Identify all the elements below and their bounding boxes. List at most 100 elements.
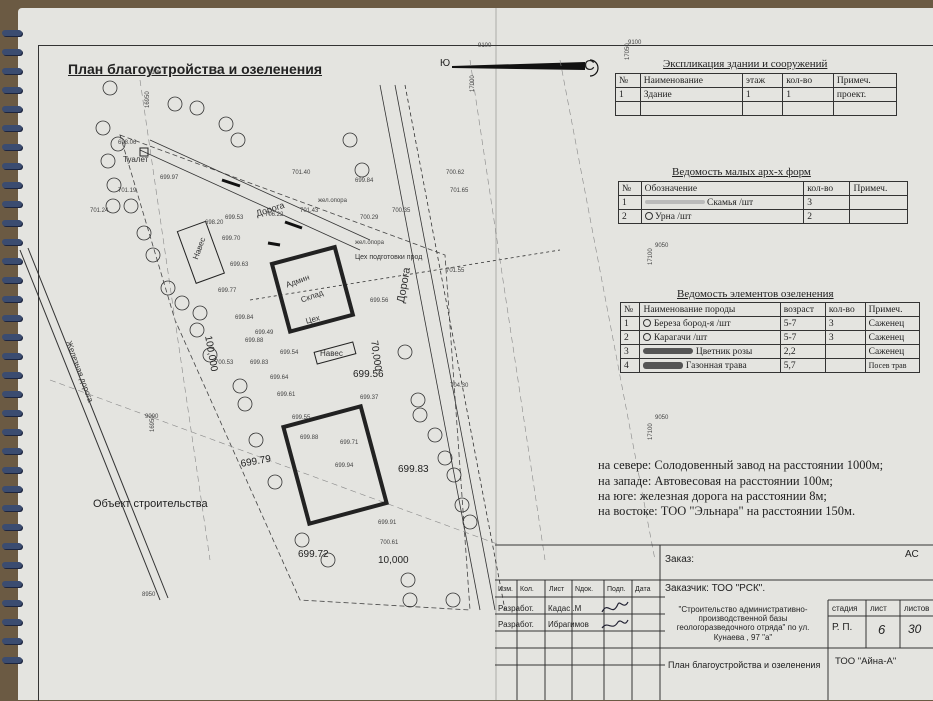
coord-label: 9100	[628, 40, 642, 46]
elevation-mark: 701.24	[90, 208, 109, 214]
binding-coil	[2, 657, 22, 663]
table-cell-text: Урна /шт	[654, 211, 692, 222]
tree-symbol	[202, 347, 218, 363]
drawing-title: План благоустройства и озеленения	[668, 660, 821, 670]
elevation-mark: 699.56	[370, 298, 389, 304]
customer-label: Заказчик: ТОО "РСК".	[665, 583, 766, 594]
binding-coil	[2, 448, 22, 454]
elevation-mark: 699.84	[235, 315, 254, 321]
binding-coil	[2, 486, 22, 492]
tree-symbol	[218, 116, 234, 132]
binding-coil	[2, 258, 22, 264]
coord-label: 9050	[655, 243, 669, 249]
binding-coil	[2, 68, 22, 74]
elevation-mark: 700.61	[380, 540, 399, 546]
tree-symbol	[102, 80, 118, 96]
binding-coil	[2, 334, 22, 340]
binding-coil	[2, 600, 22, 606]
binding-coil	[2, 315, 22, 321]
tree-symbol	[123, 198, 139, 214]
site-boundary	[119, 134, 471, 611]
binding-coil	[2, 277, 22, 283]
table-cell-text: Скамья /шт	[706, 197, 754, 208]
compass-north-label: С	[584, 57, 595, 74]
trees	[95, 80, 478, 608]
prep-workshop-label: Цех подготовки прод	[355, 254, 423, 261]
elevation-mark: 699.63	[230, 262, 249, 268]
tree-symbol	[167, 96, 183, 112]
grid-lines	[49, 59, 656, 561]
table-cell-text: Береза бород-я /шт	[653, 318, 731, 329]
note-west: на западе: Автовесовая на расстоянии 100…	[598, 474, 833, 488]
elevation-mark: 700.29	[360, 215, 379, 221]
tree-symbol	[110, 136, 126, 152]
greenery-caption: Ведомость элементов озеленения	[677, 288, 834, 300]
compass-south-label: Ю	[440, 58, 451, 69]
tree-symbol	[643, 319, 652, 328]
developer-name: Кадас .М	[548, 604, 582, 613]
binding-coil	[2, 391, 22, 397]
north-arrow	[452, 59, 599, 77]
elevation-mark: 699.37	[360, 395, 379, 401]
binding-coil	[2, 87, 22, 93]
coord-label: 9050	[655, 415, 669, 421]
sheet-fold	[495, 8, 497, 700]
elevation-mark: 699.70	[222, 236, 241, 242]
elevation-mark: 700.35	[392, 208, 411, 214]
binding-coil	[2, 524, 22, 530]
sheets-value: 30	[908, 622, 922, 636]
binding-coil	[2, 619, 22, 625]
order-code: АС	[905, 549, 919, 560]
coord-label: 9000	[145, 414, 159, 420]
tree-symbol	[454, 497, 470, 513]
coord-label: 9100	[148, 70, 162, 76]
binding-coil	[2, 182, 22, 188]
small-forms-caption: Ведомость малых арх-х форм	[672, 166, 811, 178]
binding-coil	[2, 30, 22, 36]
elevation-mark: 706.22	[265, 212, 284, 218]
elevation-mark: 701.19	[118, 188, 137, 194]
stage-header: стадия	[832, 604, 858, 613]
elevation-mark: 698.06	[118, 140, 137, 146]
tree-symbol	[410, 392, 426, 408]
elevation-mark: 699.55	[292, 415, 311, 421]
explication-table: № Наименование этаж кол-во Примеч. 1 Зда…	[615, 73, 898, 116]
developer-name: Ибрагимов	[548, 620, 589, 629]
tree-symbol	[412, 407, 428, 423]
stage-value: Р. П.	[832, 622, 853, 633]
tree-symbol	[267, 474, 283, 490]
elevation-mark: 699.83	[250, 360, 269, 366]
sheet-value: 6	[878, 622, 886, 637]
elevation-mark: 700.62	[446, 170, 465, 176]
lawn-symbol	[643, 361, 684, 369]
tree-symbol	[106, 177, 122, 193]
table-header: кол-во	[803, 181, 851, 196]
binding-coil	[2, 239, 22, 245]
table-cell: Посев трав	[864, 358, 921, 373]
binding-coil	[2, 201, 22, 207]
elevation-label: 699.56	[353, 369, 384, 380]
col-header: Лист	[549, 586, 565, 593]
table-cell: 5,7	[779, 358, 826, 373]
tree-symbol	[160, 280, 176, 296]
elevation-mark: 699.97	[160, 175, 179, 181]
drawing-frame	[38, 45, 933, 701]
greenery-table: № Наименование породы возраст кол-во При…	[619, 302, 921, 373]
binding-coil	[2, 581, 22, 587]
col-header: Изм.	[498, 586, 513, 593]
elevation-mark: 701.40	[292, 170, 311, 176]
role-label: Разработ.	[498, 620, 534, 629]
elevation-mark: 699.88	[245, 338, 264, 344]
binding-coil	[2, 467, 22, 473]
flowerbed-symbol	[643, 348, 694, 355]
urn-symbol	[644, 212, 653, 221]
project-description: "Строительство административно-производс…	[676, 605, 810, 642]
elevation-label: 699.83	[398, 464, 429, 475]
canopy-label: Навес	[320, 349, 343, 358]
object-label: Объект строительства	[93, 498, 208, 510]
binding-coil	[2, 163, 22, 169]
tree-symbol	[189, 100, 205, 116]
role-label: Разработ.	[498, 604, 534, 613]
